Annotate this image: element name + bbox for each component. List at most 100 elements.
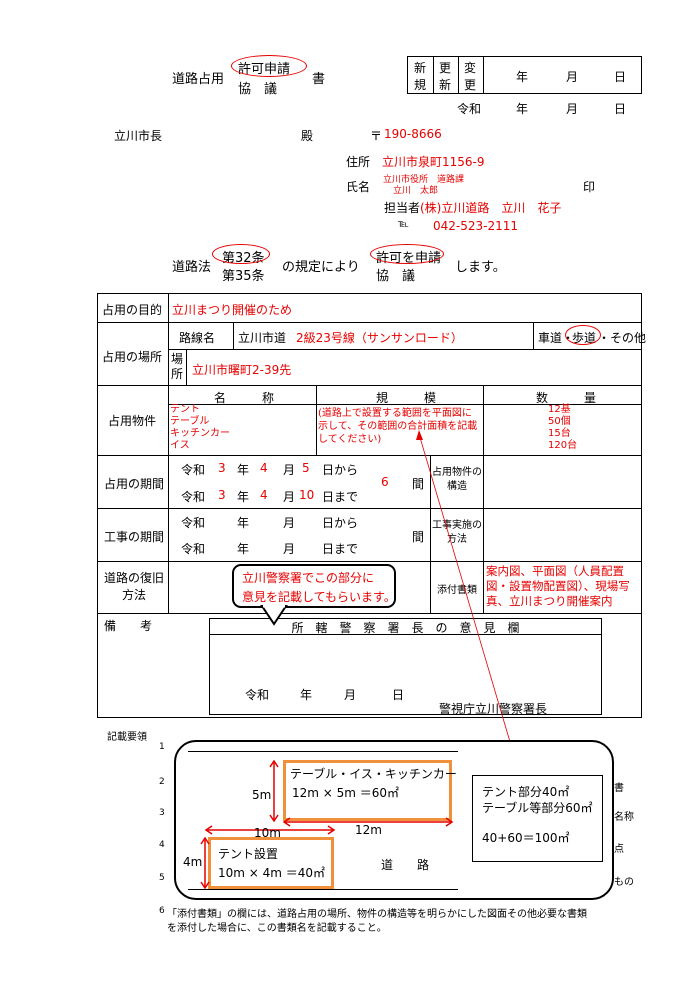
- status-box: [407, 56, 642, 94]
- recipient-honorific: 殿: [301, 129, 314, 143]
- period-start-day: 5: [302, 461, 310, 475]
- road-edge-bottom: [188, 889, 458, 890]
- law-article-35: 第35条: [222, 269, 265, 284]
- period-end-m-unit: 月: [283, 490, 296, 504]
- status-change-2: 更: [464, 78, 477, 92]
- work-from: 日から: [322, 516, 359, 530]
- qty-1: 12基: [548, 404, 571, 415]
- tent-area-title: テント設置: [218, 847, 279, 861]
- route-type: 立川市道: [238, 331, 287, 345]
- dim-12m: 12m: [355, 823, 382, 837]
- work-start-m-unit: 月: [283, 516, 296, 530]
- table-area-title: テーブル・イス・キッチンカー: [290, 767, 457, 781]
- purpose-value: 立川まつり開催のため: [172, 303, 293, 317]
- recipient-name: 立川市長: [114, 129, 163, 143]
- tel-value: 042-523-2111: [433, 219, 519, 233]
- date-year: 年: [516, 102, 529, 116]
- note-num-4: 4: [159, 840, 165, 850]
- item-name-1: テント: [170, 404, 200, 415]
- dim-10m: 10m: [254, 826, 281, 840]
- work-start-y-unit: 年: [237, 516, 250, 530]
- period-to: 日まで: [322, 490, 359, 504]
- qty-2: 50個: [548, 416, 571, 427]
- table-area-calc: 12m × 5m ＝60㎡: [292, 786, 400, 800]
- work-end-y-unit: 年: [237, 542, 250, 556]
- qty-3: 15台: [548, 428, 571, 439]
- restore-label: 道路の復旧方法: [104, 571, 165, 602]
- qty-4: 120台: [548, 440, 578, 451]
- police-day: 日: [392, 688, 405, 702]
- dim-5m: 5m: [252, 788, 272, 802]
- period-end-era: 令和: [181, 490, 206, 504]
- period-start-month: 4: [260, 461, 268, 475]
- structure-label: 占用物件の構造: [432, 467, 482, 492]
- period-start-era: 令和: [181, 463, 206, 477]
- note-6-line1: 「添付書類」の欄には、道路占用の場所、物件の構造等を明らかにした図面その他必要な…: [167, 909, 587, 920]
- date-month: 月: [566, 102, 579, 116]
- road-type-post: ・その他: [598, 331, 647, 345]
- name-line2: 立川 太郎: [393, 186, 439, 196]
- law-option-consult: 協 議: [376, 269, 416, 284]
- dim-arrow-5m: [269, 760, 279, 822]
- address-label: 住所: [346, 155, 371, 169]
- note-num-6: 6: [159, 906, 165, 916]
- attach-label: 添付書類: [437, 585, 477, 596]
- area-summary-box: [472, 775, 603, 862]
- status-update-2: 新: [439, 78, 452, 92]
- place-label: 占用の場所: [102, 350, 163, 364]
- police-title: 所 轄 警 察 署 長 の 意 見 欄: [291, 621, 520, 635]
- date-day: 日: [614, 102, 627, 116]
- note-num-5: 5: [159, 873, 165, 883]
- note-fragment-5: もの: [614, 877, 634, 888]
- callout-bubble: [232, 564, 396, 608]
- dim-arrow-10m: [205, 825, 335, 835]
- work-start-era: 令和: [181, 516, 206, 530]
- title-option-consult: 協 議: [238, 82, 278, 97]
- site-label: 場所: [171, 352, 184, 381]
- note-fragment-2: 書: [614, 783, 624, 794]
- application-table: [97, 293, 642, 718]
- summary-total: 40+60＝100㎡: [482, 831, 570, 845]
- note-fragment-4: 点: [614, 844, 624, 855]
- status-day: 日: [614, 70, 627, 84]
- note-num-3: 3: [159, 808, 165, 818]
- route-label: 路線名: [179, 331, 216, 345]
- police-era: 令和: [245, 688, 270, 702]
- road-edge-top: [188, 751, 458, 752]
- postal-mark: 〒: [370, 129, 383, 143]
- status-update-1: 更: [439, 61, 452, 75]
- title-suffix: 書: [312, 72, 326, 87]
- selection-circle: [565, 325, 601, 345]
- tel-label: ℡: [398, 219, 409, 230]
- item-name-2: テーブル: [170, 416, 210, 427]
- item-name-3: キッチンカー: [170, 428, 230, 439]
- work-duration-unit: 間: [412, 530, 425, 544]
- selection-circle: [370, 244, 444, 264]
- police-signer: 警視庁立川警察署長: [439, 702, 548, 716]
- objects-label: 占用物件: [108, 414, 157, 428]
- name-line1: 立川市役所 道路課: [383, 175, 465, 185]
- attach-value: 案内図、平面図（人員配置図・設置物配置図）、現場写真、立川まつり開催案内: [486, 564, 630, 608]
- police-month: 月: [344, 688, 357, 702]
- law-middle: の規定により: [282, 260, 360, 275]
- status-month: 月: [566, 70, 579, 84]
- callout-line2: 意見を記載してもらいます。: [242, 590, 396, 604]
- work-to: 日まで: [322, 542, 359, 556]
- pointer-line: [416, 430, 514, 753]
- period-start-m-unit: 月: [283, 463, 296, 477]
- work-label: 工事の期間: [104, 530, 165, 544]
- note-fragment-3: 名称: [614, 812, 634, 823]
- dim-arrow-4m: [200, 837, 210, 889]
- work-end-m-unit: 月: [283, 542, 296, 556]
- police-year: 年: [300, 688, 313, 702]
- summary-tent: テント部分40㎡: [482, 785, 570, 799]
- address-value: 立川市泉町1156-9: [382, 155, 485, 169]
- col-qty: 数 量: [536, 391, 597, 405]
- callout-tail: [260, 605, 288, 626]
- name-label: 氏名: [346, 180, 371, 194]
- postal-code: 190-8666: [384, 127, 442, 141]
- law-suffix: します。: [455, 260, 506, 275]
- summary-table: テーブル等部分60㎡: [482, 801, 593, 815]
- period-end-y-unit: 年: [237, 490, 250, 504]
- status-change-1: 変: [464, 61, 477, 75]
